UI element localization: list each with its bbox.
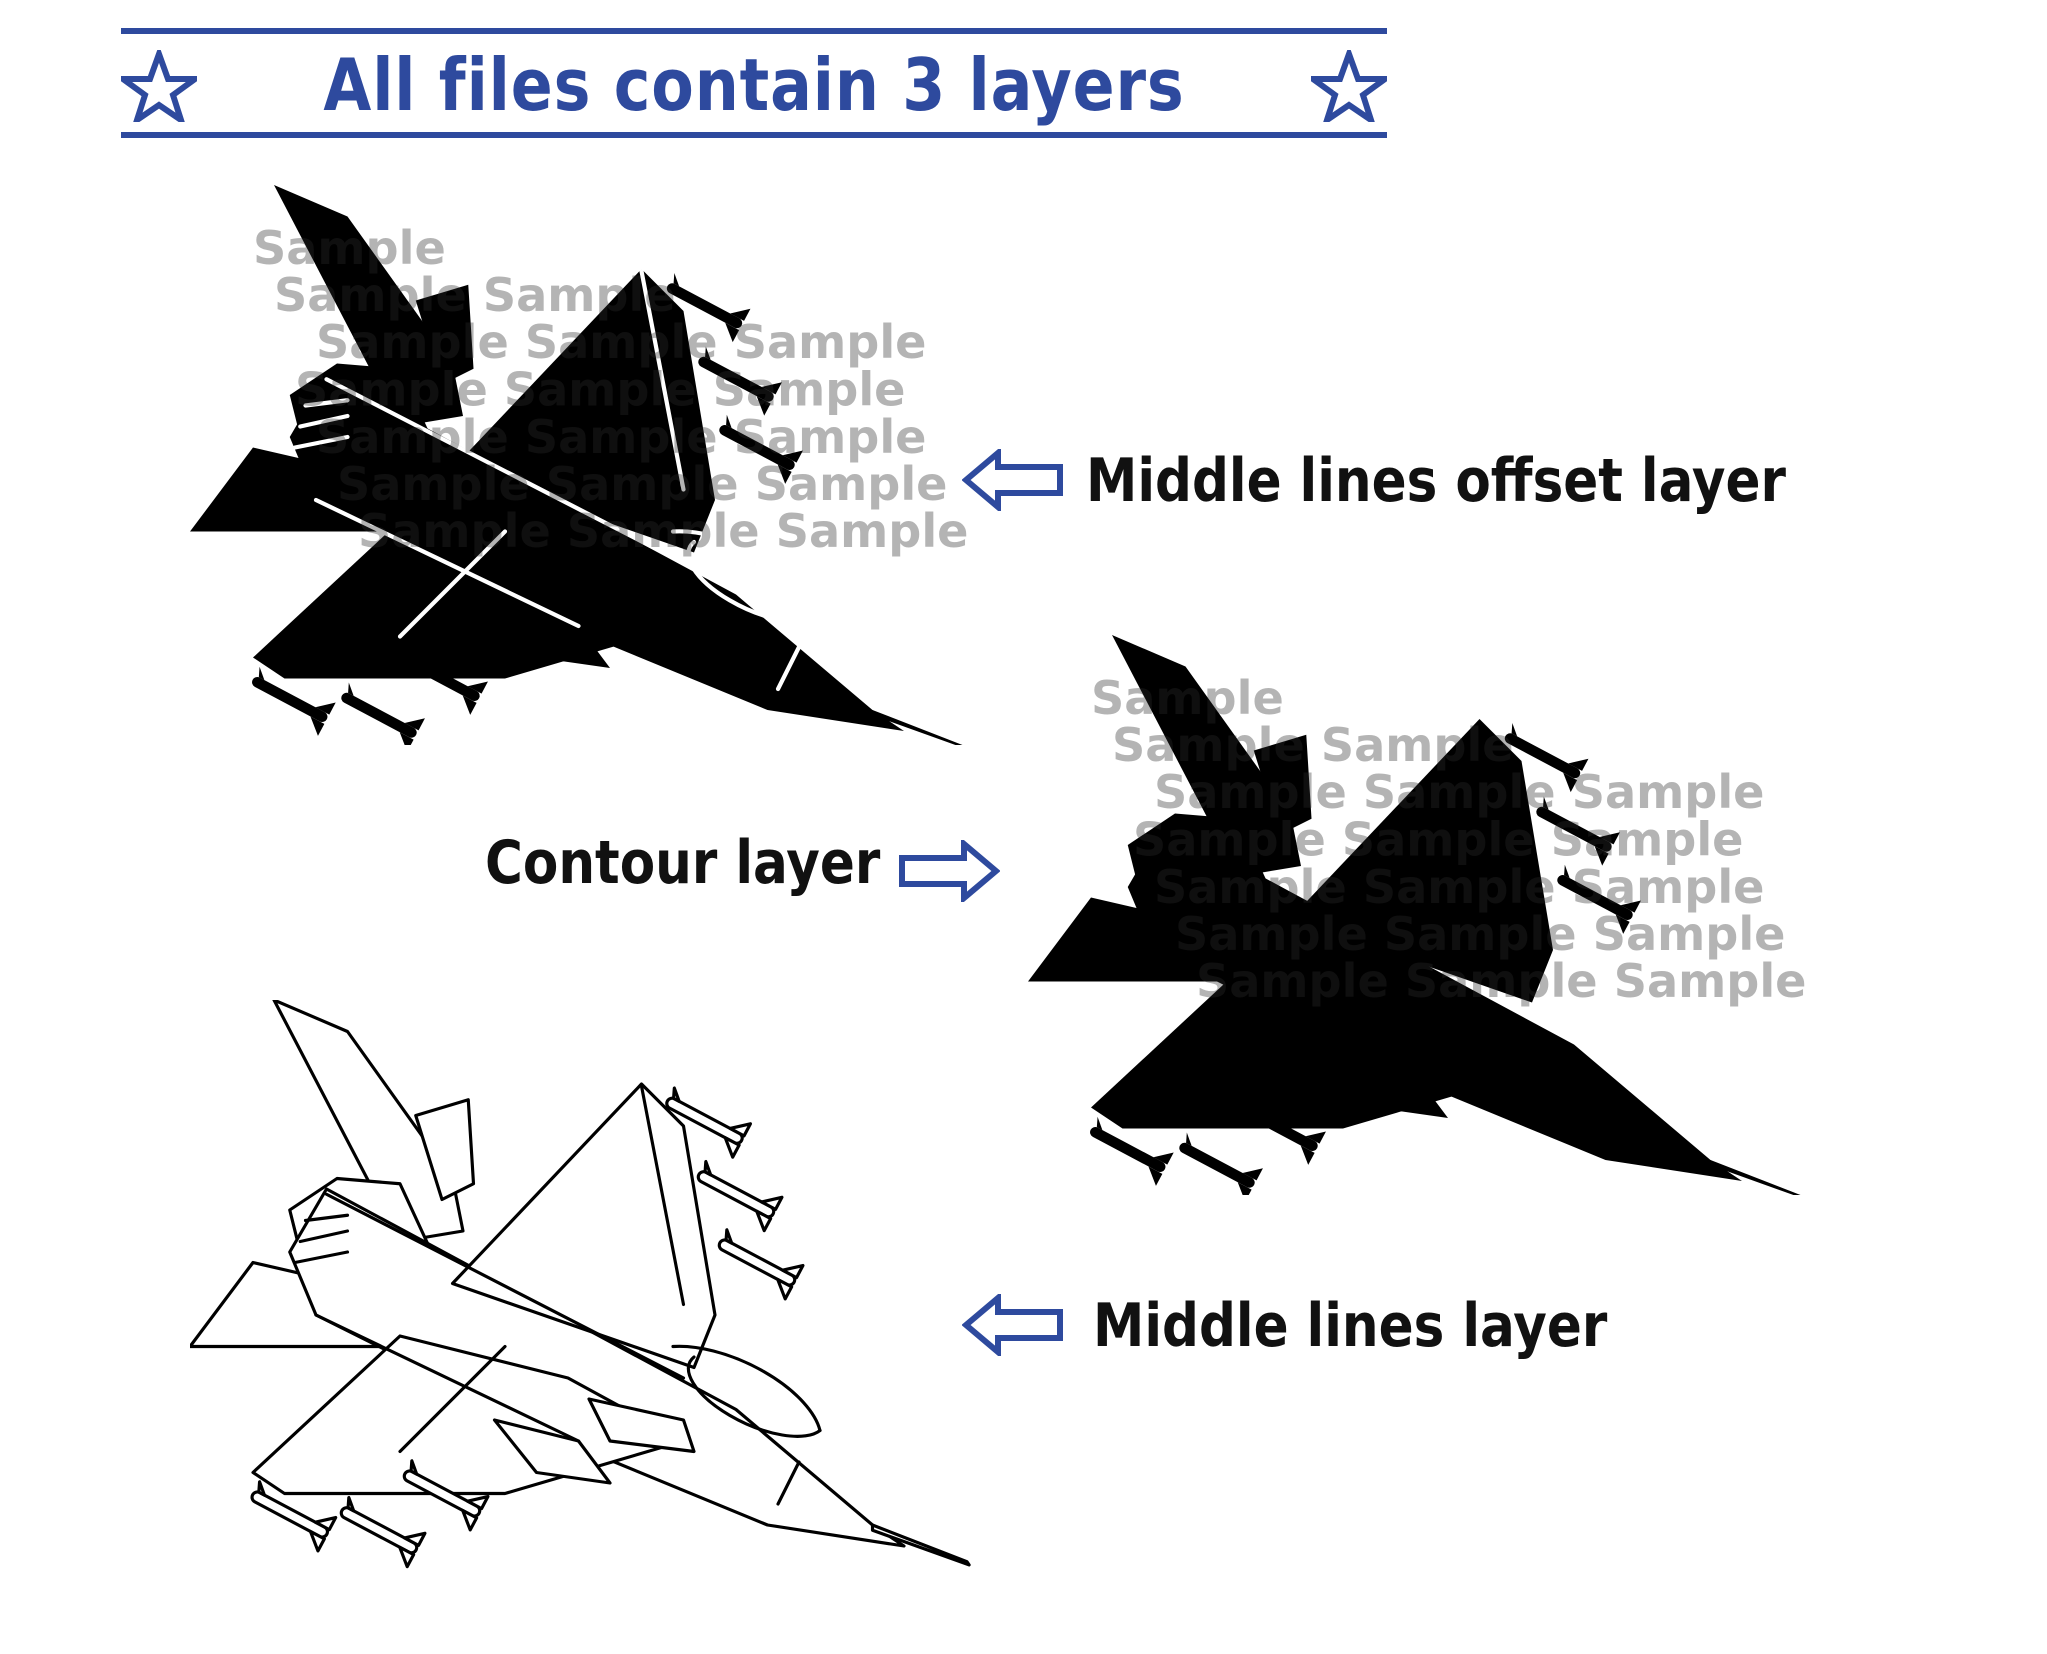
watermark: Sample Sample Sample Sample Sample Sampl… [1091,671,1807,1009]
svg-text:Sample Sample Sample: Sample Sample Sample [1154,860,1765,914]
svg-text:Sample Sample Sample: Sample Sample Sample [1196,954,1807,1008]
svg-text:Sample Sample Sample: Sample Sample Sample [1154,765,1765,819]
arrow-left-outline-icon [962,449,1063,511]
svg-text:Sample Sample Sample: Sample Sample Sample [1175,907,1786,961]
star-outline-icon [121,50,197,122]
banner-bottom-rule [121,132,1387,138]
watermark: Sample Sample Sample Sample Sample Sampl… [253,221,969,559]
svg-text:Sample Sample: Sample Sample [274,268,676,322]
jet-contour-illustration: Sample Sample Sample Sample Sample Sampl… [1028,635,1807,1195]
svg-text:Sample Sample Sample: Sample Sample Sample [1133,813,1744,867]
title-banner: All files contain 3 layers [121,28,1387,142]
jet-offset-lines-illustration: Sample Sample Sample Sample Sample Sampl… [190,185,969,745]
svg-text:Sample: Sample [253,221,446,275]
svg-text:Sample Sample: Sample Sample [1112,718,1514,772]
arrow-right-outline-icon [899,840,1000,902]
layer-label-middle-lines: Middle lines layer [1093,1291,1608,1361]
banner-top-rule [121,28,1387,34]
arrow-left-outline-icon [962,1294,1063,1356]
svg-text:Sample Sample Sample: Sample Sample Sample [358,504,969,558]
jet-middle-lines-illustration [190,1000,971,1569]
svg-text:Sample: Sample [1091,671,1284,725]
svg-text:Sample Sample Sample: Sample Sample Sample [316,315,927,369]
svg-text:Sample Sample Sample: Sample Sample Sample [295,363,906,417]
banner-title: All files contain 3 layers [323,43,1185,127]
layer-label-middle-lines-offset: Middle lines offset layer [1086,446,1786,516]
star-outline-icon [1311,50,1387,122]
svg-text:Sample Sample Sample: Sample Sample Sample [316,410,927,464]
svg-text:Sample Sample Sample: Sample Sample Sample [337,457,948,511]
layer-label-contour: Contour layer [485,828,881,898]
